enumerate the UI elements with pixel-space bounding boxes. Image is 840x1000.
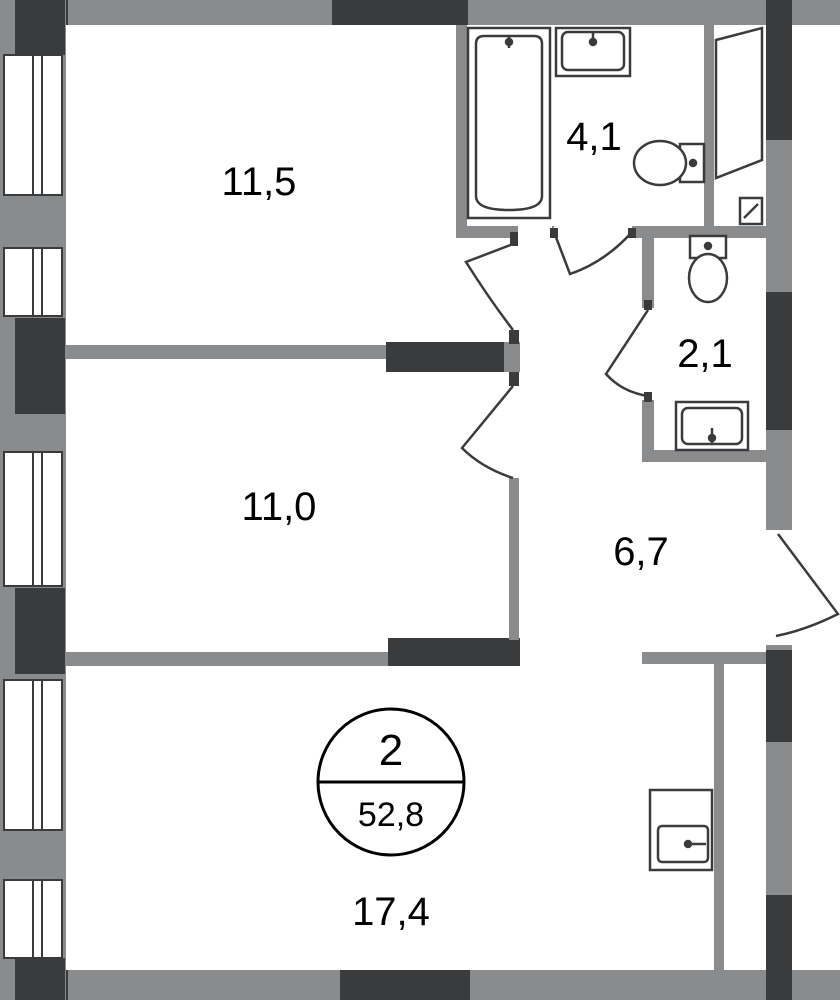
fixtures xyxy=(466,26,764,872)
niche-sink-icon xyxy=(648,788,714,872)
room-area-bedroom-1: 11,5 xyxy=(222,160,297,204)
badge-rooms-count: 2 xyxy=(379,726,403,775)
room-area-hall: 6,7 xyxy=(613,530,669,574)
window-3 xyxy=(3,451,63,587)
toilet-door-stub-2 xyxy=(644,392,652,402)
wall-right xyxy=(766,0,792,1000)
room-labels: 11,5 11,0 17,4 4,1 2,1 6,7 xyxy=(222,115,733,934)
wall-bottom-dark-mid xyxy=(340,970,470,1000)
room-area-bedroom-2: 11,0 xyxy=(242,485,317,529)
badge-total-area: 52,8 xyxy=(358,796,424,834)
window-2 xyxy=(3,247,63,317)
wall-right-dark-2 xyxy=(766,292,792,430)
wall-toilet-door-gap xyxy=(640,308,656,400)
toilet-door-stub-1 xyxy=(644,300,652,310)
wall-bath-shaft xyxy=(704,25,714,227)
wall-right-dark-1 xyxy=(766,0,792,140)
room-area-bathroom: 4,1 xyxy=(566,115,622,159)
apartment-badge: 2 52,8 xyxy=(316,707,466,857)
wall-corridor-stub-1 xyxy=(504,342,520,372)
wall-top-dark-mid xyxy=(332,0,468,25)
windows xyxy=(3,54,63,959)
wall-bedroom2-top-stub xyxy=(509,372,519,386)
door-entrance xyxy=(775,533,840,638)
wall-living-partition-dark xyxy=(388,638,520,666)
window-4 xyxy=(3,679,63,831)
wall-left-dark-bottom xyxy=(15,958,65,1000)
wall-left-dark-2 xyxy=(15,588,65,674)
door-bedroom1 xyxy=(464,242,514,331)
wall-right-dark-3 xyxy=(766,650,792,742)
bathtub-icon xyxy=(466,26,552,220)
wall-bath-door-gap-2 xyxy=(554,224,632,240)
wall-bath-left xyxy=(456,25,467,237)
wall-bedrooms-partition xyxy=(66,345,386,359)
wall-bath-door-gap xyxy=(518,224,552,240)
door-toilet xyxy=(604,309,650,398)
window-5 xyxy=(3,879,63,959)
wall-left-dark-top xyxy=(15,0,65,55)
door-bedroom2 xyxy=(460,385,514,480)
window-1 xyxy=(3,54,63,196)
wall-niche-left xyxy=(714,660,724,970)
wall-left-dark-1 xyxy=(15,318,65,414)
wc-sink-icon xyxy=(674,400,750,452)
room-area-toilet: 2,1 xyxy=(677,332,733,376)
shaft-icon xyxy=(714,26,764,226)
door-bathroom xyxy=(552,231,633,276)
wall-living-partition xyxy=(66,652,390,666)
door-swings xyxy=(460,231,840,638)
wall-bedroom2-right xyxy=(509,478,519,640)
wall-niche-top xyxy=(642,652,766,664)
wall-bedrooms-partition-dark xyxy=(386,342,504,372)
entrance-opening xyxy=(764,530,840,645)
bath-door-stub-l xyxy=(510,232,518,246)
sink-icon xyxy=(554,26,632,78)
internal-walls xyxy=(66,25,766,970)
wall-bedroom1-right-stub xyxy=(509,330,519,344)
wc-toilet-icon xyxy=(687,234,729,304)
wall-right-dark-4 xyxy=(766,895,792,1000)
toilet-icon xyxy=(632,139,706,187)
room-area-living: 17,4 xyxy=(352,890,430,934)
wall-toilet-bottom xyxy=(642,450,766,462)
